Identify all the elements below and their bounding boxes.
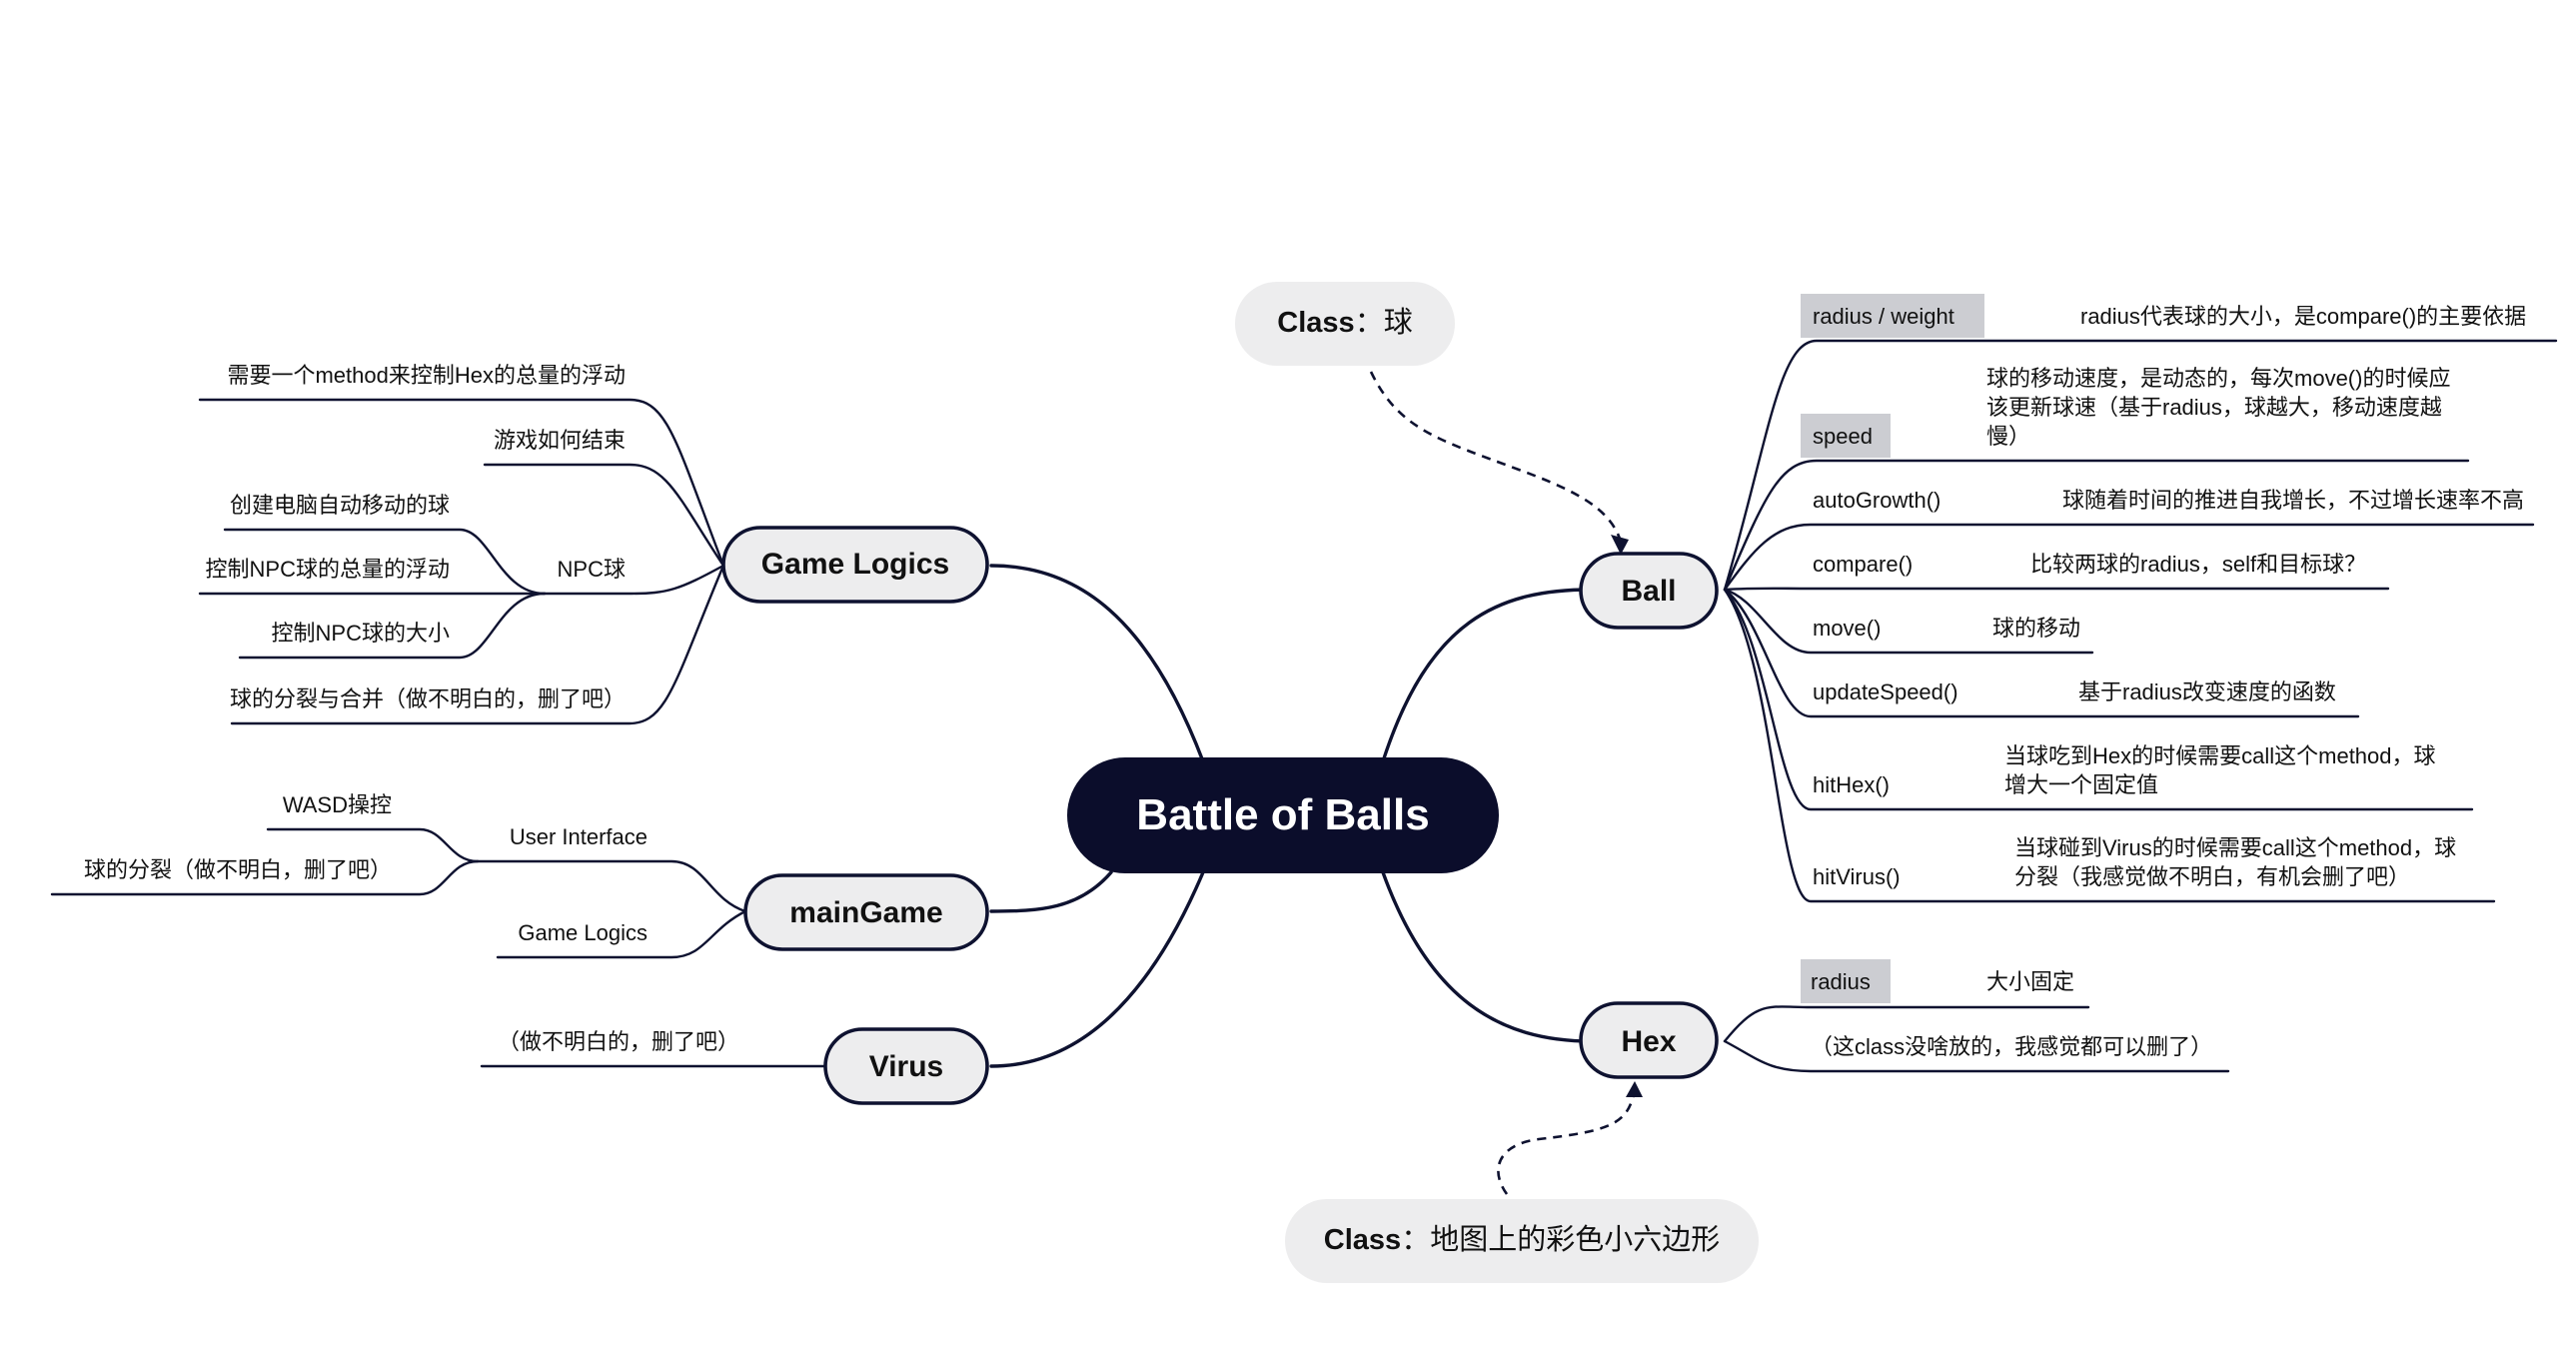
svg-text:Class：地图上的彩色小六边形: Class：地图上的彩色小六边形 [1324,1223,1720,1256]
branch-root-hex [1381,870,1594,1043]
gl-branch-3 [543,564,725,596]
npc-child-label[interactable]: 创建电脑自动移动的球 [230,493,450,518]
topic-ball[interactable]: Ball [1579,552,1719,630]
ball-child-detail: 该更新球速（基于radius，球越大，移动速度越 [1986,395,2442,420]
hex-branch-2 [1723,1039,2230,1073]
main-game-branches [50,827,747,959]
ball-child-label[interactable]: speed [1813,424,1873,449]
ball-child-detail: 球的移动速度，是动态的，每次move()的时候应 [1986,366,2450,391]
ball-child-label[interactable]: hitHex() [1813,772,1890,797]
topic-hex[interactable]: Hex [1579,1001,1719,1079]
npc-branch-3 [238,592,547,660]
npc-child-label[interactable]: 控制NPC球的总量的浮动 [206,557,450,582]
ball-branch-4 [1723,587,2390,592]
branch-root-game-logics [989,564,1205,763]
ui-child-label[interactable]: 球的分裂（做不明白，删了吧） [84,857,392,882]
hex-child-label[interactable]: radius [1811,969,1871,994]
svg-text:Class：球: Class：球 [1277,306,1412,339]
hex-branch-1 [1723,1005,2090,1043]
ball-child-detail: 增大一个固定值 [2004,772,2158,797]
topic-game-logics-label: Game Logics [761,548,949,581]
ball-note-connector [1369,371,1623,543]
hex-label-bg-radius [1801,959,1891,1003]
hex-class-note[interactable]: Class：地图上的彩色小六边形 [1285,1199,1759,1283]
topic-main-game[interactable]: mainGame [743,873,989,951]
npc-branch-1 [223,528,547,596]
main-branches [989,564,1594,1068]
ball-branch-2 [1723,459,2470,592]
hex-children: radius 大小固定 （这class没啥放的，我感觉都可以删了） [1801,959,2212,1059]
main-game-children: User Interface Game Logics WASD操控 球的分裂（做… [84,792,647,945]
ui-child-label[interactable]: WASD操控 [283,792,392,817]
ball-child-label[interactable]: compare() [1813,552,1913,577]
topic-virus-label: Virus [869,1050,944,1083]
hex-child-detail: 大小固定 [1986,969,2074,994]
mg-child-label[interactable]: User Interface [510,824,647,849]
ball-child-detail: 比较两球的radius，self和目标球？ [2030,552,2366,577]
ball-class-note[interactable]: Class：球 [1235,282,1455,366]
topic-hex-label: Hex [1621,1025,1676,1058]
ball-branch-5 [1723,588,2094,655]
ui-branch-2 [50,859,480,896]
root-title: Battle of Balls [1136,790,1429,839]
gl-branch-4 [230,564,725,725]
ball-child-detail: 慢） [1986,424,2030,449]
mg-branch-1 [476,859,747,913]
ball-label-bg-speed [1801,414,1891,458]
hex-note-connector [1497,1093,1636,1195]
ball-child-label[interactable]: autoGrowth() [1813,488,1940,513]
gl-child-label[interactable]: 球的分裂与合并（做不明白的，删了吧） [230,686,626,711]
ball-branches [1723,339,2558,903]
ball-child-detail: 当球吃到Hex的时候需要call这个method，球 [2004,743,2436,768]
gl-branch-1 [198,398,725,568]
ball-child-detail: 球的移动 [1992,616,2080,641]
npc-child-label[interactable]: 控制NPC球的大小 [272,621,450,646]
ui-branch-1 [266,827,480,863]
topic-game-logics[interactable]: Game Logics [721,526,989,604]
ball-child-detail: 基于radius改变速度的函数 [2078,679,2336,704]
game-logics-children: 需要一个method来控制Hex的总量的浮动 游戏如何结束 NPC球 球的分裂与… [206,363,626,711]
virus-child-label[interactable]: （做不明白的，删了吧） [498,1029,739,1054]
ball-child-detail: radius代表球的大小，是compare()的主要依据 [2080,304,2526,329]
ball-note-arrow [1611,535,1629,555]
ball-branch-6 [1723,588,2360,718]
branch-root-ball [1381,588,1594,763]
ball-child-detail: 球随着时间的推进自我增长，不过增长速率不高 [2062,488,2524,513]
topic-ball-label: Ball [1621,575,1676,608]
ball-child-label[interactable]: updateSpeed() [1813,679,1958,704]
mg-branch-2 [496,909,747,959]
hex-child-label[interactable]: （这class没啥放的，我感觉都可以删了） [1811,1034,2212,1059]
mg-child-label[interactable]: Game Logics [518,920,647,945]
gl-child-label[interactable]: NPC球 [558,557,626,582]
gl-child-label[interactable]: 需要一个method来控制Hex的总量的浮动 [227,363,626,388]
hex-note-arrow [1626,1081,1643,1097]
hex-note-value: ：地图上的彩色小六边形 [1401,1223,1720,1256]
ball-child-detail: 当球碰到Virus的时候需要call这个method，球 [2014,835,2456,860]
root-node[interactable]: Battle of Balls [1067,757,1499,873]
hex-branches [1723,1005,2230,1073]
topic-virus[interactable]: Virus [823,1027,989,1105]
ball-children: radius / weight radius代表球的大小，是compare()的… [1801,294,2526,889]
ball-child-label[interactable]: radius / weight [1813,304,1954,329]
branch-root-main-game [989,870,1113,913]
gl-branch-2 [483,463,725,568]
ball-branch-1 [1723,339,2558,592]
ball-branch-3 [1723,523,2535,592]
hex-note-label: Class [1324,1224,1401,1256]
ball-label-bg-radius [1801,294,1984,338]
ball-branch-8 [1723,588,2496,903]
branch-root-virus [989,870,1205,1068]
ball-note-value: ：球 [1355,306,1413,339]
gl-child-label[interactable]: 游戏如何结束 [494,428,626,453]
ball-child-label[interactable]: move() [1813,616,1881,641]
ball-child-detail: 分裂（我感觉做不明白，有机会删了吧） [2014,864,2410,889]
ball-child-label[interactable]: hitVirus() [1813,864,1901,889]
ball-note-label: Class [1277,307,1354,339]
topic-main-game-label: mainGame [789,896,942,929]
game-logics-branches [198,398,725,725]
ball-branch-7 [1723,588,2474,811]
